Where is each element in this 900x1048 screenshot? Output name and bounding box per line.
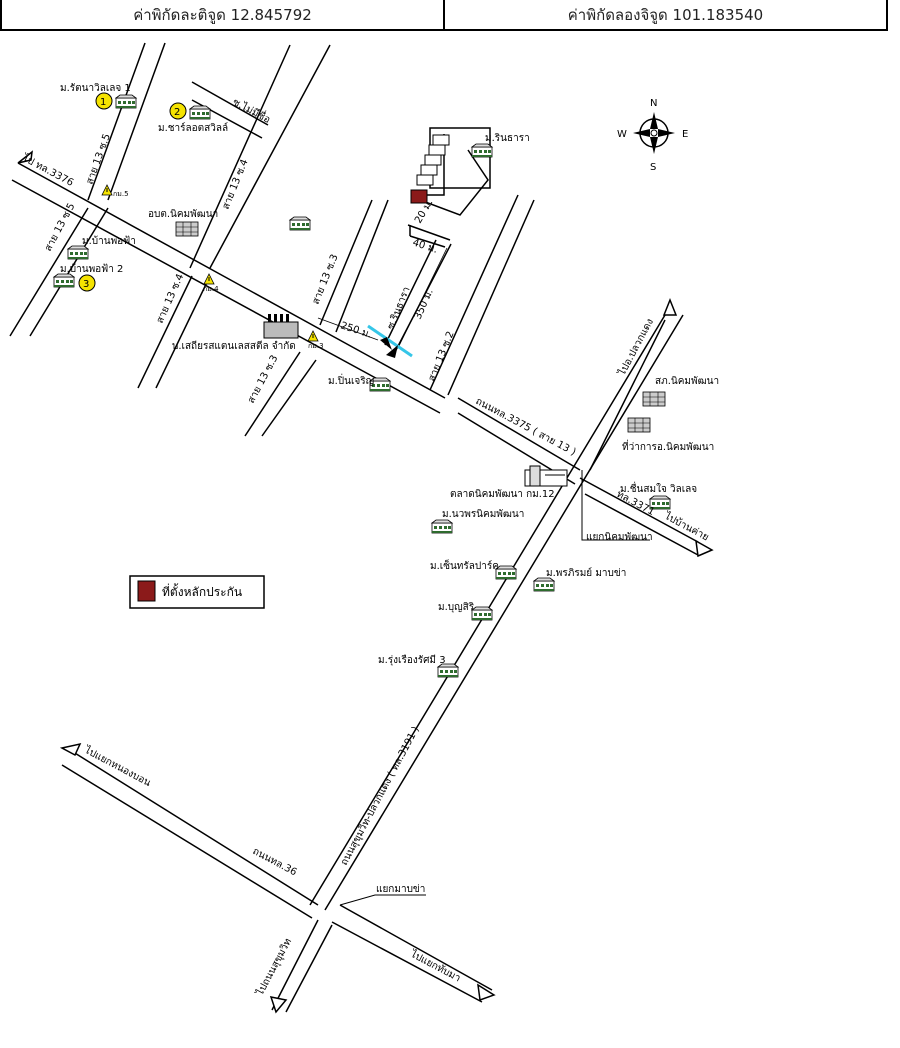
- road-junction-map-kha: แยกมาบข่า: [376, 884, 425, 895]
- road-soi2: สาย 13 ซ.2: [427, 330, 457, 383]
- compass-rose: N S W E: [617, 98, 688, 173]
- road-36: ถนนทล.36: [251, 846, 299, 878]
- warning-icon: [307, 330, 319, 342]
- label-nawaporn: ม.นวพรนิคมพัฒนา: [442, 509, 524, 520]
- house-icon: [53, 273, 75, 288]
- house-icon: [115, 94, 137, 109]
- compass-w: W: [617, 129, 627, 140]
- distance-250: 250 ม.: [339, 320, 373, 340]
- road-network: [9, 42, 699, 1013]
- label-obt: อบต.นิคมพัฒนา: [148, 209, 218, 220]
- label-charlotte: ม.ชาร์ลอตสวิลล์: [158, 122, 228, 134]
- compass-e: E: [682, 129, 688, 140]
- office-icon: [627, 417, 651, 433]
- label-ban-ho-fa: ม.บ้านพอฟ้า: [82, 235, 136, 247]
- coordinate-bar: ค่าพิกัดละติจูด 12.845792 ค่าพิกัดลองจิจ…: [0, 0, 888, 31]
- compass-s: S: [650, 162, 656, 173]
- label-rintara: ม.รินธารา: [485, 133, 530, 144]
- label-police: สภ.นิคมพัฒนา: [655, 376, 719, 387]
- distance-40: 40 ม.: [411, 237, 439, 255]
- house-icon: [533, 577, 555, 592]
- latitude-label: ค่าพิกัดละติจูด 12.845792: [133, 5, 312, 24]
- label-pornphirom: ม.พรภิรมย์ มาบข่า: [546, 567, 626, 579]
- road-3375: ถนนทล.3375 ( สาย 13 ): [474, 396, 578, 458]
- road-junction-nikhom: แยกนิคมพัฒนา: [586, 532, 653, 543]
- dimension-lines: [317, 247, 448, 349]
- label-rungrueang: ม.รุ่งเรืองรัศมี 3: [378, 654, 446, 666]
- factory-icon: [263, 314, 299, 339]
- distance-350: 350 ม.: [413, 287, 436, 321]
- longitude-label: ค่าพิกัดลองจิจูด 101.183540: [443, 0, 886, 29]
- marker-1: 1: [100, 97, 106, 108]
- km5-label: กม.5: [113, 190, 129, 198]
- km-labels: กม.5 กม.4 กม.3: [113, 190, 324, 350]
- house-icon: [431, 519, 453, 534]
- label-chuen: ม.ชื่นสมใจ วิลเลจ: [620, 481, 697, 495]
- house-icon: [67, 245, 89, 260]
- road-soi5a: สาย 13 ซ.5: [84, 132, 112, 186]
- legend: ที่ตั้งหลักประกัน: [129, 575, 265, 609]
- house-icon: [189, 105, 211, 120]
- road-to-sukhumvit: ไปถนนสุขุมวิท: [254, 936, 295, 998]
- label-market: ตลาดนิคมพัฒนา กม.12: [450, 489, 555, 500]
- road-to-nong-bon: ไปแยกหนองบอน: [82, 744, 153, 790]
- label-company: บ.เสถียรสแตนเลสสตีล จำกัด: [172, 340, 296, 352]
- label-pin-charoen: ม.ปิ่นเจริญ: [328, 373, 374, 387]
- office-icon: [642, 391, 666, 407]
- compass-n: N: [650, 98, 657, 109]
- marker-2: 2: [174, 107, 180, 118]
- house-icon: [471, 143, 493, 158]
- label-ban-ho-fa2: ม.บ้านพอฟ้า 2: [60, 263, 123, 275]
- label-boonsiri: ม.บุญสิริ: [438, 602, 475, 613]
- label-rattana: ม.รัตนาวิลเลจ 1: [60, 83, 131, 94]
- warning-icon: [203, 273, 215, 285]
- label-district: ที่ว่าการอ.นิคมพัฒนา: [622, 439, 714, 453]
- legend-swatch: [137, 580, 156, 602]
- marker-3: 3: [83, 279, 89, 290]
- junction-nikhom-leader: [581, 470, 650, 541]
- road-soi3b: สาย 13 ซ.3: [246, 353, 281, 405]
- office-icon: [175, 221, 199, 237]
- road-to-3376: ไป ทล.3376: [20, 152, 76, 189]
- label-central: ม.เซ็นทรัลปาร์ค: [430, 558, 499, 572]
- road-mai-mi-chue: ซ.ไม่มีชื่อ: [231, 94, 274, 126]
- road-sukhumvit-3191: ถนนสุขุมวิท-ปลวกแดง ( ทล.3191 ): [339, 725, 422, 868]
- arrows: [17, 150, 714, 1014]
- road-labels: ไป ทล.3376 สาย 13 ซ.5 สาย 13 ซ.5 สาย 13 …: [20, 94, 711, 998]
- road-soi3a: สาย 13 ซ.3: [311, 253, 341, 306]
- legend-label: ที่ตั้งหลักประกัน: [162, 583, 242, 599]
- market-icon: [524, 465, 568, 487]
- house-icon: [289, 216, 311, 231]
- house-icon: [471, 606, 493, 621]
- warning-icon: [101, 184, 113, 196]
- survey-marker: [367, 324, 413, 358]
- km3-label: กม.3: [308, 342, 324, 350]
- junction-mapkha-leader: [339, 894, 426, 906]
- house-icon: [495, 565, 517, 580]
- km4-label: กม.4: [203, 285, 219, 293]
- rows-building: [410, 134, 450, 204]
- place-labels: ม.รัตนาวิลเลจ 1 ม.ชาร์ลอตสวิลล์ ม.บ้านพอ…: [60, 83, 719, 666]
- numbered-markers: 1 2 3: [78, 92, 187, 292]
